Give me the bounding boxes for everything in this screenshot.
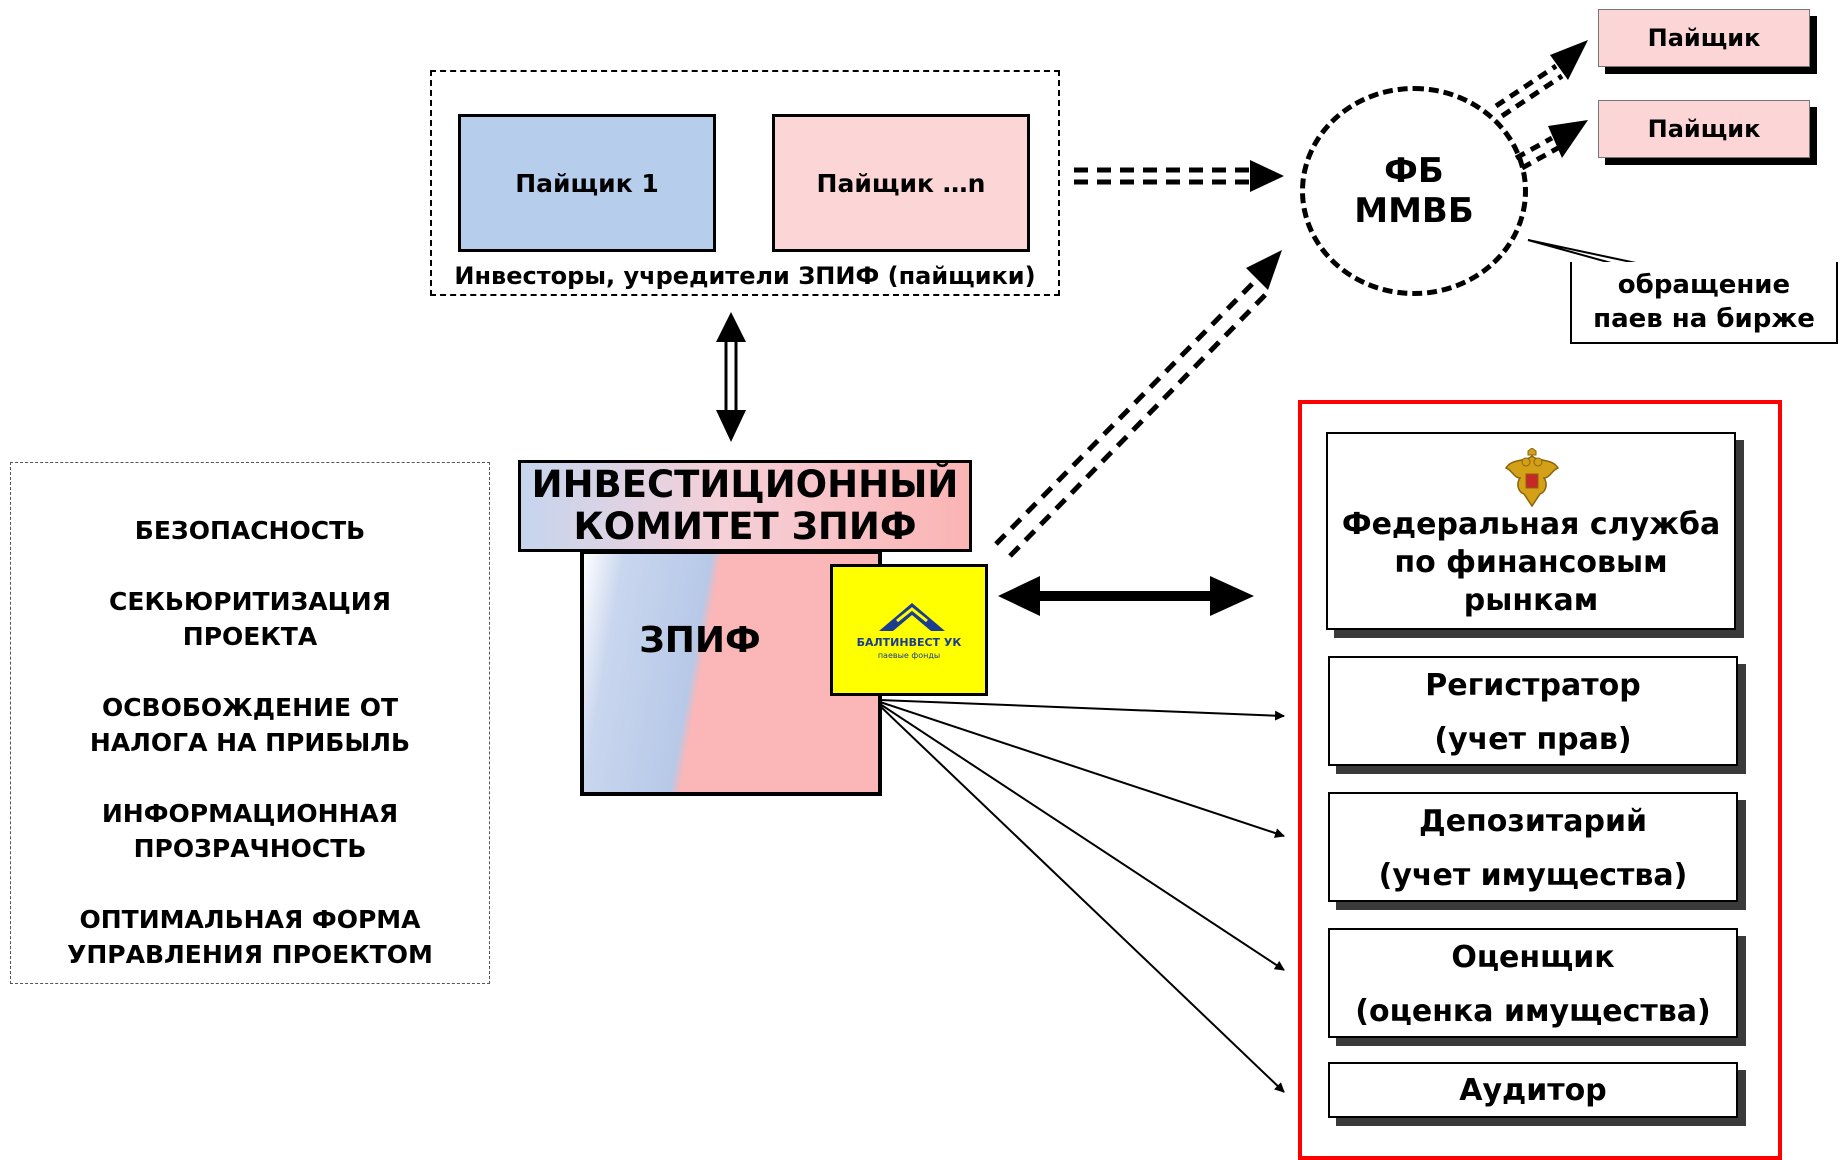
exchange-line-2: ММВБ [1354,191,1474,231]
fund-to-appraiser-arrow [879,703,1285,971]
advantage-3-line-1: ОСВОБОЖДЕНИЕ ОТ [101,693,399,722]
registrar-box [1328,656,1738,766]
regulator-line-3: рынкам [1463,583,1599,618]
committee-line-2: КОМИТЕТ ЗПИФ [573,505,917,548]
exchange-callout: обращение паев на бирже [1570,262,1838,344]
holder-top-box: Пайщик [1598,9,1810,67]
advantage-3: ОСВОБОЖДЕНИЕ ОТ НАЛОГА НА ПРИБЫЛЬ [20,690,480,760]
advantage-2: СЕКЬЮРИТИЗАЦИЯ ПРОЕКТА [20,584,480,654]
auditor-label: Аудитор [1459,1072,1607,1108]
fund-label: ЗПИФ [639,620,761,661]
callout-line-1: обращение [1617,270,1791,300]
advantage-5: ОПТИМАЛЬНАЯ ФОРМА УПРАВЛЕНИЯ ПРОЕКТОМ [20,902,480,972]
regulator-line-1: Федеральная служба [1341,507,1721,542]
regulator-line-2: по финансовым [1394,545,1668,580]
fund-to-registrar-arrow [870,694,1285,721]
advantage-4: ИНФОРМАЦИОННАЯ ПРОЗРАЧНОСТЬ [20,796,480,866]
depository-title: Депозитарий [1418,804,1647,839]
investor-n-box: Пайщик …n [772,114,1030,252]
advantage-2-line-1: СЕКЬЮРИТИЗАЦИЯ [109,587,391,616]
investor-n-label: Пайщик …n [816,168,986,198]
fund-regulator-arrow [998,576,1254,616]
appraiser-subtitle: (оценка имущества) [1355,994,1711,1029]
appraiser-box [1328,928,1738,1038]
exchange-circle [1300,86,1528,296]
holder-bottom-label: Пайщик [1647,115,1761,143]
depository-box [1328,792,1738,902]
advantage-4-line-1: ИНФОРМАЦИОННАЯ [101,799,399,828]
advantages-box [10,462,490,984]
exchange-label: ФБ ММВБ [1300,86,1528,296]
auditor-box: Аудитор [1328,1062,1738,1118]
investors-group [430,70,1060,296]
callout-line-2: паев на бирже [1593,304,1815,334]
advantage-1-line-1: БЕЗОПАСНОСТЬ [134,516,366,545]
advantage-4-line-2: ПРОЗРАЧНОСТЬ [133,834,367,863]
logo-subtitle: паевые фонды [877,651,941,660]
advantage-3-line-2: НАЛОГА НА ПРИБЫЛЬ [89,728,411,757]
baltinvest-logo-icon [879,603,945,631]
holder-bottom-box: Пайщик [1598,100,1810,158]
advantage-5-line-1: ОПТИМАЛЬНАЯ ФОРМА [79,905,421,934]
fund-to-exchange-arrow [994,250,1282,558]
regulator-label: Федеральная служба по финансовым рынкам [1326,506,1736,620]
holder-top-label: Пайщик [1647,24,1761,52]
logo-title: БАЛТИНВЕСТ УК [856,636,962,649]
exchange-line-1: ФБ [1384,151,1444,191]
investors-committee-arrow [716,312,746,442]
advantage-2-line-2: ПРОЕКТА [182,622,318,651]
exchange-to-holder-top-arrow [1494,40,1588,119]
fund-to-depository-arrow [879,701,1285,838]
committee-line-1: ИНВЕСТИЦИОННЫЙ [531,463,959,506]
depository-subtitle: (учет имущества) [1378,858,1688,893]
russian-coat-of-arms-icon [1504,448,1560,508]
baltinvest-logo [830,564,988,696]
appraiser-title: Оценщик [1451,940,1615,975]
registrar-title: Регистратор [1425,668,1641,703]
fund-to-auditor-arrow [879,705,1285,1093]
investors-caption: Инвесторы, учредители ЗПИФ (пайщики) [454,262,1036,290]
investor-1-label: Пайщик 1 [515,168,659,198]
investor-1-box: Пайщик 1 [458,114,716,252]
investors-to-exchange-arrow [1074,160,1284,192]
regulator-box [1326,432,1736,630]
exchange-to-holder-bottom-arrow [1514,120,1588,171]
registrar-subtitle: (учет прав) [1434,722,1632,757]
advantage-5-line-2: УПРАВЛЕНИЯ ПРОЕКТОМ [67,940,433,969]
committee-box: ИНВЕСТИЦИОННЫЙ КОМИТЕТ ЗПИФ [518,460,972,552]
advantage-1: БЕЗОПАСНОСТЬ [20,513,480,548]
